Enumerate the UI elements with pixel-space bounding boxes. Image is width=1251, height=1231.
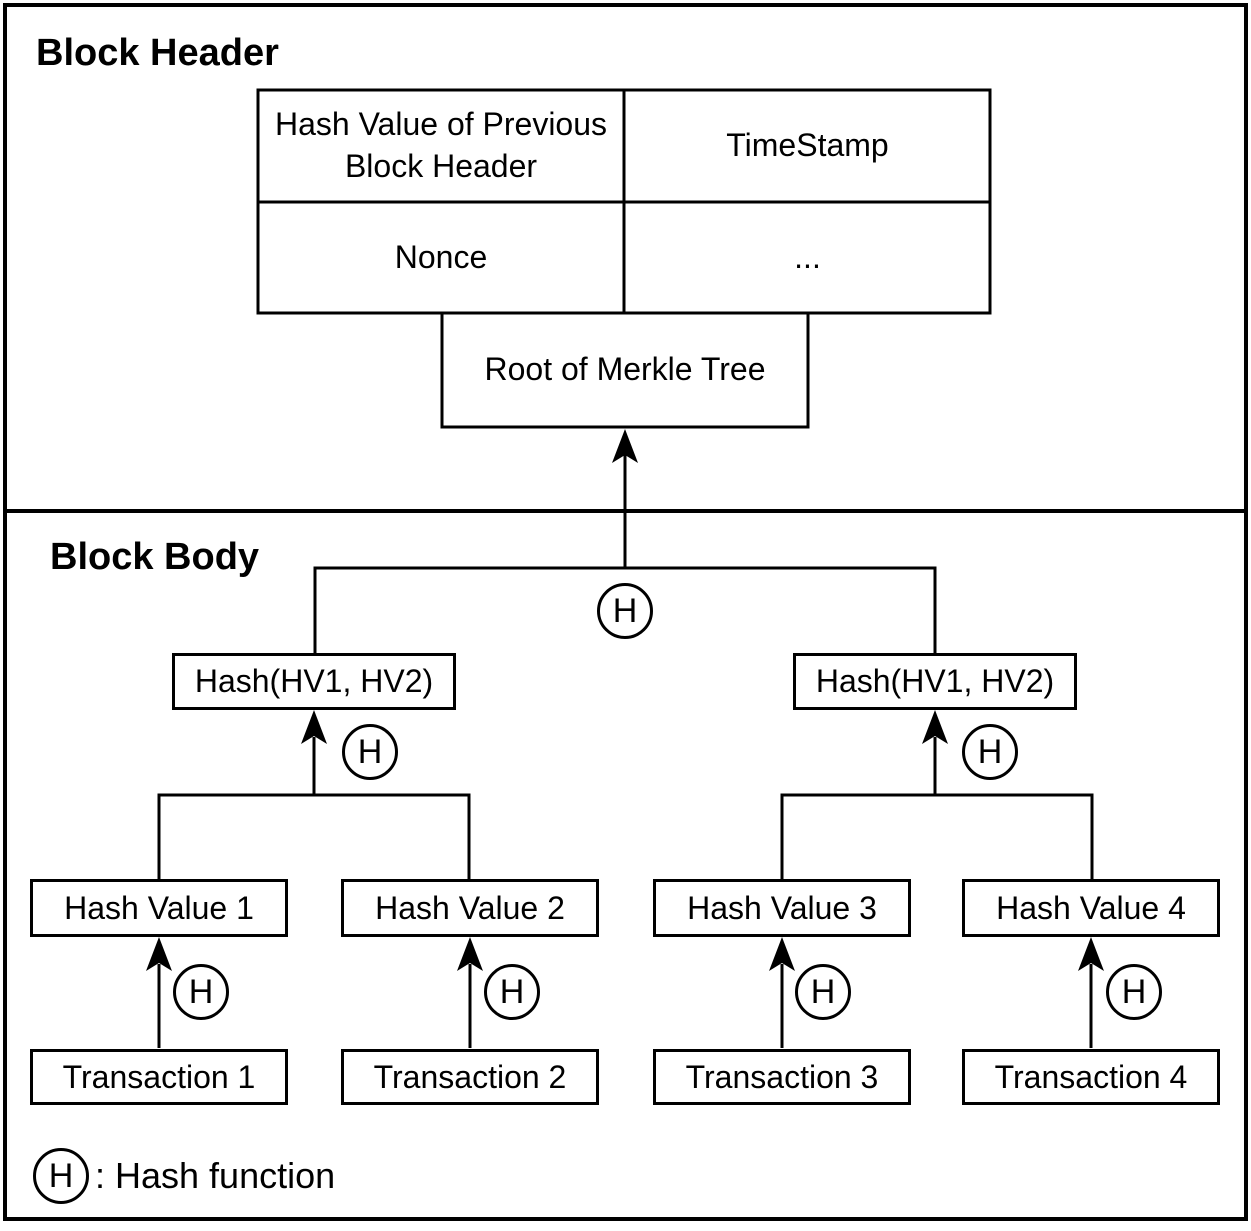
merkle-root-label: Root of Merkle Tree xyxy=(484,351,766,388)
hash-function-icon-leaf-1: H xyxy=(173,964,229,1020)
hash-value-3-box: Hash Value 3 xyxy=(653,879,911,937)
hash-value-1-box: Hash Value 1 xyxy=(30,879,288,937)
hash-function-icon-leaf-3: H xyxy=(795,964,851,1020)
block-header-section-title: Block Header xyxy=(36,32,279,74)
transaction-1-box: Transaction 1 xyxy=(30,1049,288,1105)
merkle-root-box-outline xyxy=(440,311,810,429)
hash-value-2-box: Hash Value 2 xyxy=(341,879,599,937)
hash-function-icon-legend: H xyxy=(33,1148,89,1204)
transaction-3-box: Transaction 3 xyxy=(653,1049,911,1105)
merkle-node-right-box: Hash(HV1, HV2) xyxy=(793,653,1077,710)
field-prev-block-hash: Hash Value of Previous Block Header xyxy=(274,106,608,184)
legend-label: : Hash function xyxy=(95,1155,336,1196)
outer-border xyxy=(3,3,1248,1221)
field-ellipsis: ... xyxy=(794,238,821,275)
hash-function-icon-leaf-4: H xyxy=(1106,964,1162,1020)
hash-function-icon-left: H xyxy=(342,724,398,780)
arrow-tx3-to-hv3 xyxy=(769,937,795,1048)
merkle-node-left-box: Hash(HV1, HV2) xyxy=(172,653,456,710)
transaction-4-box: Transaction 4 xyxy=(962,1049,1220,1105)
arrow-to-root xyxy=(612,429,638,568)
hash-function-icon-right: H xyxy=(962,724,1018,780)
field-timestamp: TimeStamp xyxy=(726,127,889,164)
field-nonce: Nonce xyxy=(394,238,488,275)
block-body-section-title: Block Body xyxy=(50,536,260,578)
arrow-to-left-node xyxy=(301,710,327,795)
arrow-to-right-node xyxy=(922,710,948,795)
arrow-tx2-to-hv2 xyxy=(457,937,483,1048)
hash-function-icon-leaf-2: H xyxy=(484,964,540,1020)
hash-value-4-box: Hash Value 4 xyxy=(962,879,1220,937)
arrow-tx4-to-hv4 xyxy=(1078,937,1104,1048)
left-subtree-connector xyxy=(157,793,471,879)
transaction-2-box: Transaction 2 xyxy=(341,1049,599,1105)
right-subtree-connector xyxy=(780,793,1094,879)
arrow-tx1-to-hv1 xyxy=(146,937,172,1048)
hash-function-icon-root: H xyxy=(597,583,653,639)
